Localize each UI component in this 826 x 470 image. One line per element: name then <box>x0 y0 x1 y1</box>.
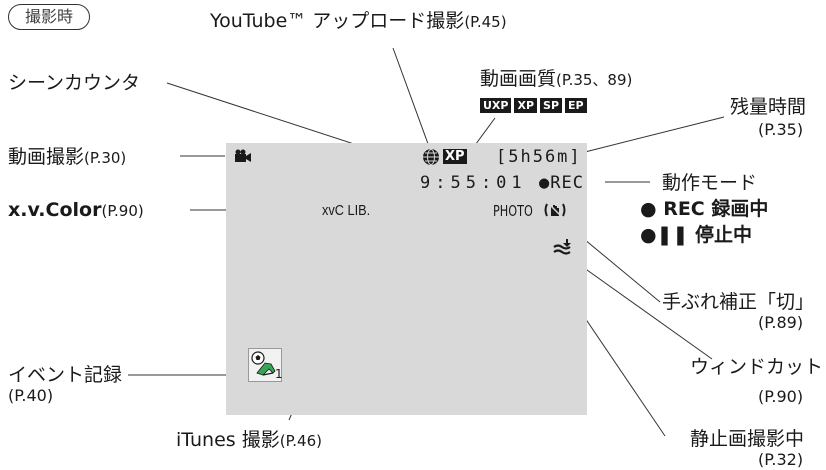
label-quality-text: 動画画質 <box>480 68 557 90</box>
quality-mode-ep: EP <box>565 98 587 113</box>
leader-remaining <box>584 116 725 153</box>
camera-screen: XP [5h56m] 9:55:01 ●REC xvC LIB. PHOTO 1 <box>226 143 587 415</box>
label-youtube-text: YouTube™ アップロード撮影 <box>210 10 465 32</box>
event-number: 1 <box>275 367 283 381</box>
label-remaining-ref: (P.35) <box>758 120 804 139</box>
label-scene-counter: シーンカウンタ <box>8 72 141 94</box>
label-youtube: YouTube™ アップロード撮影(P.45) <box>210 10 507 33</box>
label-xvcolor: x.v.Color(P.90) <box>8 199 144 222</box>
xvc-indicator: xvC LIB. <box>322 202 371 219</box>
quality-mode-indicator: XP <box>443 149 467 164</box>
label-event-ref: (P.40) <box>8 386 54 405</box>
label-itunes-text: iTunes 撮影 <box>176 429 280 451</box>
label-quality-ref: (P.35、89) <box>556 71 633 89</box>
movie-camera-icon <box>235 149 251 162</box>
leader-wind <box>579 264 713 360</box>
label-stabilizer-ref: (P.89) <box>758 313 804 332</box>
label-wind-ref: (P.90) <box>758 387 804 406</box>
wind-cut-icon <box>553 239 571 255</box>
label-itunes-ref: (P.46) <box>279 432 322 450</box>
quality-mode-xp: XP <box>514 98 538 113</box>
label-itunes: iTunes 撮影(P.46) <box>176 429 322 452</box>
photo-indicator: PHOTO <box>493 202 533 220</box>
op-mode-rec: ● REC 録画中 <box>640 198 769 220</box>
label-event: イベント記録 <box>8 364 123 386</box>
label-op-mode: 動作モード <box>662 172 758 194</box>
leader-youtube <box>392 47 432 153</box>
youtube-globe-icon <box>423 149 439 165</box>
op-mode-pause: ●❚❚ 停止中 <box>640 224 753 246</box>
label-video-rec-text: 動画撮影 <box>8 146 85 168</box>
rec-status: ●REC <box>539 173 584 193</box>
label-youtube-ref: (P.45) <box>464 13 507 31</box>
label-still-ref: (P.32) <box>758 450 804 469</box>
label-xvcolor-ref: (P.90) <box>101 202 144 220</box>
label-wind: ウィンドカット <box>690 356 824 378</box>
label-video-rec-ref: (P.30) <box>84 149 127 167</box>
label-remaining: 残量時間 <box>730 96 807 118</box>
event-record-box: 1 <box>248 348 283 382</box>
label-stabilizer: 手ぶれ補正「切」 <box>662 291 815 313</box>
label-still: 静止画撮影中 <box>690 428 805 450</box>
section-badge: 撮影時 <box>8 4 91 30</box>
quality-mode-uxp: UXP <box>480 98 512 113</box>
event-soccer-icon <box>251 351 276 376</box>
label-video-rec: 動画撮影(P.30) <box>8 146 126 169</box>
hand-shake-icon <box>544 202 566 218</box>
timecode: 9:55:01 <box>420 173 527 193</box>
label-quality: 動画画質(P.35、89) <box>480 68 632 91</box>
label-xvcolor-text: x.v.Color <box>8 199 102 221</box>
remaining-time: [5h56m] <box>496 147 582 167</box>
quality-mode-sp: SP <box>540 98 563 113</box>
